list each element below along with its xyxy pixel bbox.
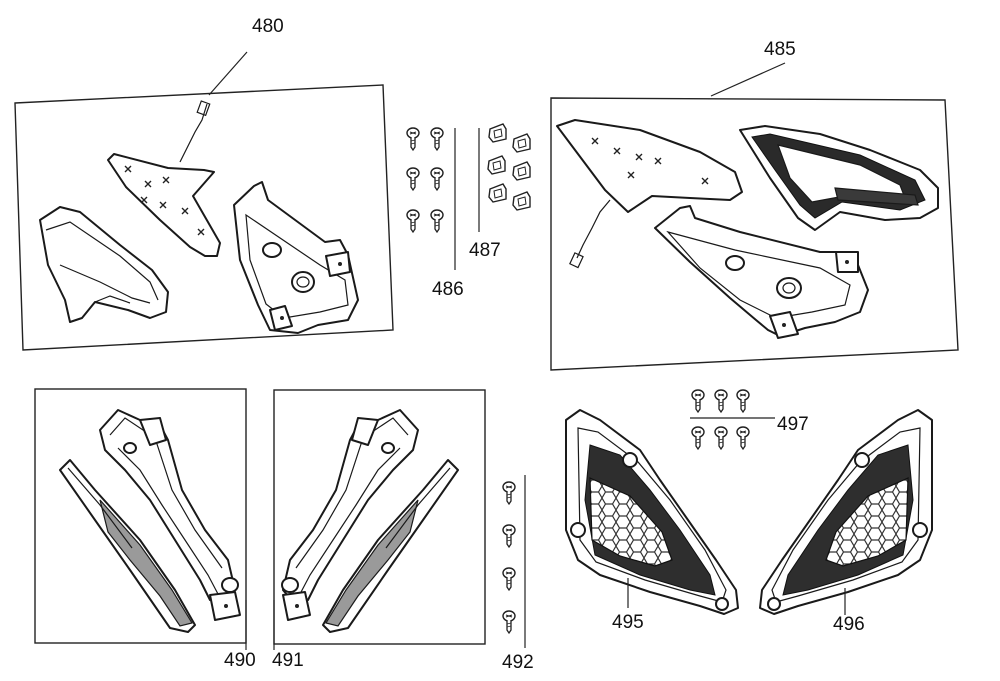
label-492: 492 <box>502 652 534 673</box>
harness-cable <box>179 103 208 163</box>
group-485: 485 <box>550 39 959 371</box>
side-lens-485 <box>556 119 743 213</box>
group-486-screws: 486 <box>406 127 464 300</box>
label-491: 491 <box>272 650 304 671</box>
group-491-frame <box>273 389 486 645</box>
group-480: 480 <box>14 16 394 351</box>
group-485-frame <box>550 97 959 371</box>
label-487: 487 <box>469 240 501 261</box>
inner-panel <box>233 181 359 334</box>
group-491: 491 <box>272 389 486 671</box>
group-492-screws: 492 <box>502 475 534 673</box>
group-490-frame <box>34 388 247 644</box>
group-490: 490 <box>34 388 256 671</box>
harness-cable-485 <box>576 199 611 259</box>
label-490: 490 <box>224 650 256 671</box>
side-lens <box>107 153 221 257</box>
group-496: 496 <box>759 409 933 635</box>
frame-rail-left <box>99 409 236 603</box>
inner-panel-485 <box>654 205 869 337</box>
label-480: 480 <box>252 16 284 37</box>
label-485: 485 <box>764 39 796 60</box>
label-496: 496 <box>833 614 865 635</box>
group-480-frame <box>14 84 394 351</box>
label-486: 486 <box>432 279 464 300</box>
side-cover <box>39 206 169 323</box>
group-495: 495 <box>565 409 739 633</box>
group-497-screws: 497 <box>690 389 809 450</box>
label-495: 495 <box>612 612 644 633</box>
label-497: 497 <box>777 414 809 435</box>
frame-rail-right <box>282 409 419 603</box>
group-487-clips: 487 <box>469 123 531 261</box>
